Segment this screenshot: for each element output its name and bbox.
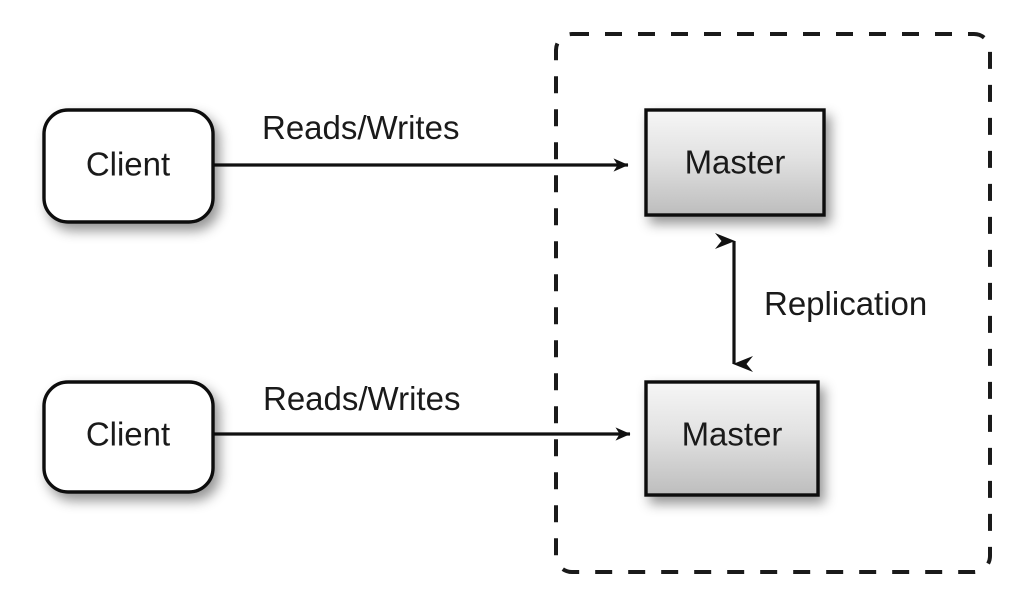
node-master-bottom[interactable]: Master — [644, 380, 820, 497]
master-top-label: Master — [685, 144, 786, 181]
edge-label-replication: Replication — [764, 285, 927, 322]
node-master-top[interactable]: Master — [644, 108, 826, 217]
edge-label-reads-writes-top: Reads/Writes — [262, 109, 459, 146]
edge-label-reads-writes-bottom: Reads/Writes — [263, 380, 460, 417]
cluster-boundary — [554, 32, 992, 574]
client-bottom-shape[interactable] — [42, 380, 215, 494]
master-bottom-shape[interactable] — [644, 380, 820, 497]
client-top-label: Client — [86, 146, 170, 183]
master-bottom-label: Master — [682, 416, 783, 453]
master-top-shape[interactable] — [644, 108, 826, 217]
node-client-bottom[interactable]: Client — [42, 380, 215, 494]
client-bottom-label: Client — [86, 416, 170, 453]
client-top-shape[interactable] — [42, 108, 215, 224]
node-client-top[interactable]: Client — [42, 108, 215, 224]
